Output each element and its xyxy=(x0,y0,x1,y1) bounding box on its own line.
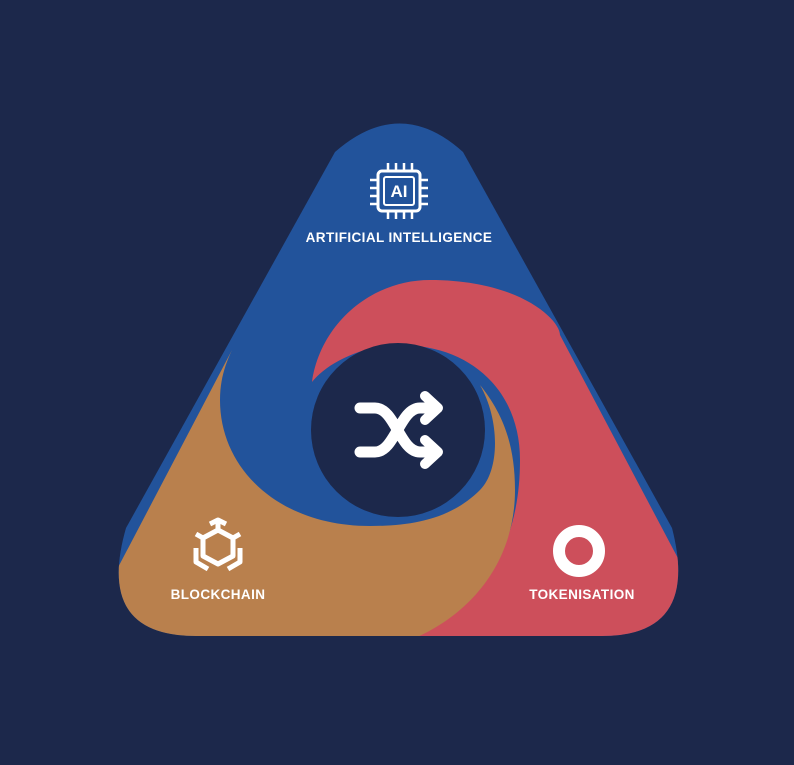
ai-chip-icon: AI xyxy=(370,163,428,219)
blockchain-cube-icon xyxy=(193,517,243,572)
label-artificial-intelligence: ARTIFICIAL INTELLIGENCE xyxy=(306,230,493,245)
label-blockchain: BLOCKCHAIN xyxy=(171,587,266,602)
label-tokenisation: TOKENISATION xyxy=(529,587,635,602)
segment-blockchain xyxy=(118,350,515,636)
ai-chip-text: AI xyxy=(391,182,408,201)
shuffle-icon xyxy=(354,391,443,469)
ring-icon xyxy=(553,525,605,577)
